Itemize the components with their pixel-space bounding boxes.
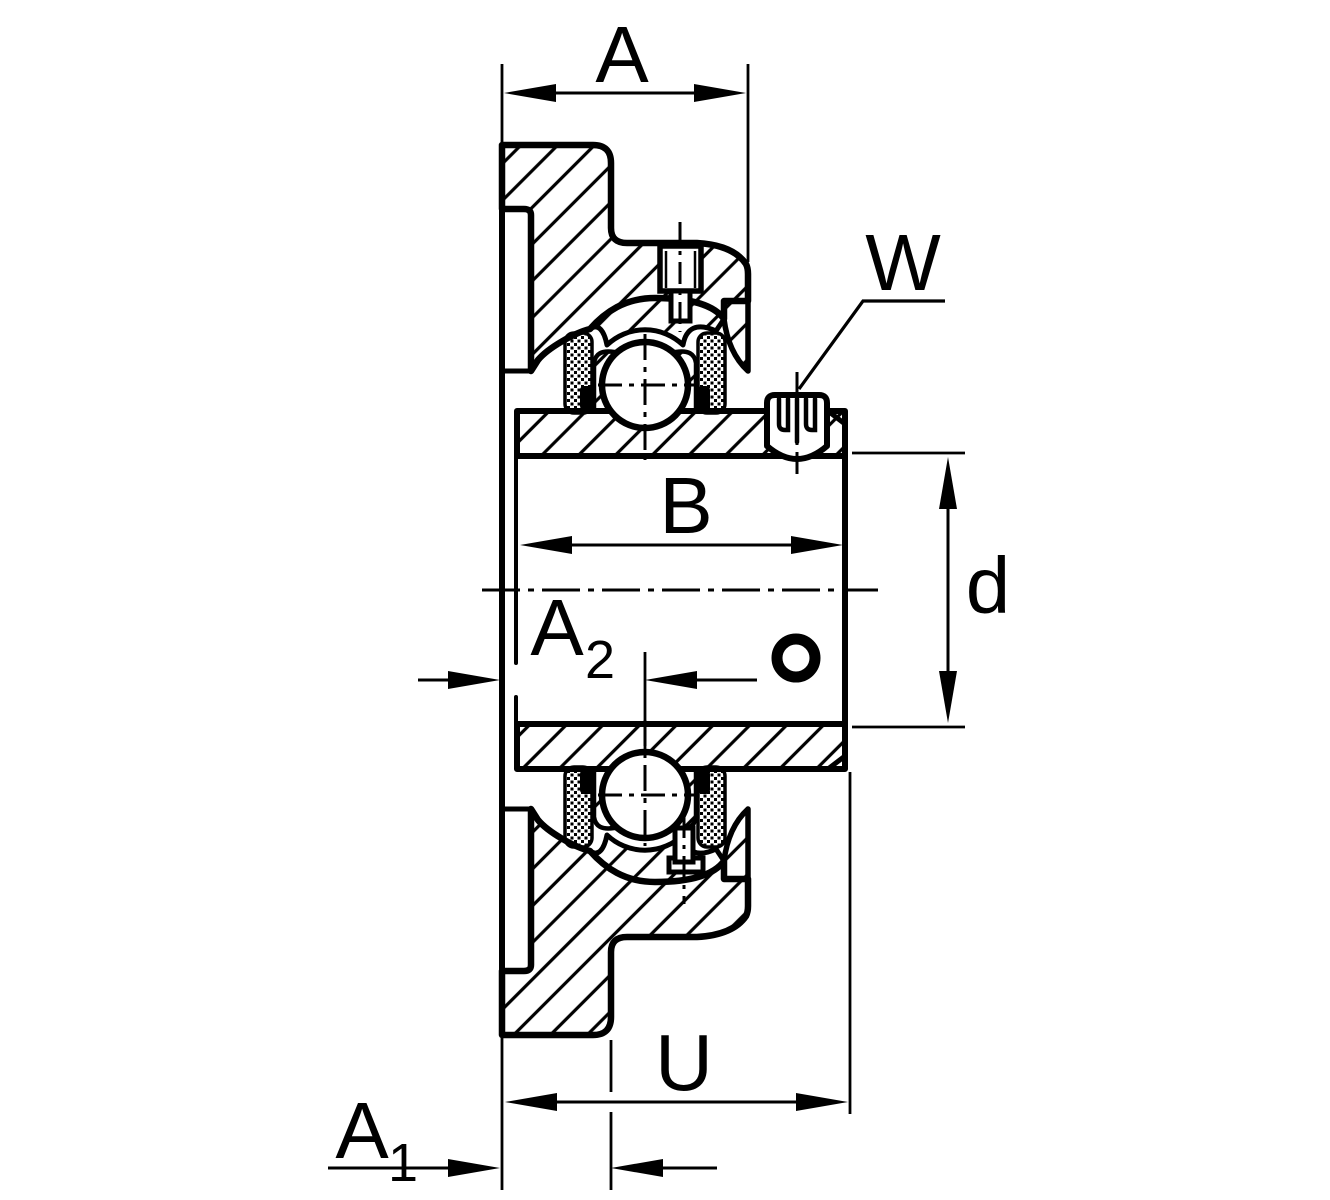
dimension-b: B — [520, 461, 843, 554]
arrowhead — [448, 671, 500, 689]
dimension-a1: A 1 — [328, 1038, 717, 1193]
dimension-d: d — [852, 451, 1011, 729]
arrowhead — [939, 457, 957, 509]
set-screw-hole — [771, 633, 821, 683]
dimension-a2-label: A — [530, 583, 584, 672]
arrowhead — [939, 671, 957, 723]
seal-top-right — [696, 331, 727, 415]
arrowhead — [505, 1093, 557, 1111]
dimension-a2-subscript: 2 — [585, 630, 615, 690]
dimension-a1-subscript: 1 — [388, 1133, 418, 1193]
sleeve-band-bottom — [514, 721, 848, 772]
seal-bottom-right — [696, 765, 727, 849]
dimension-a-label: A — [595, 10, 649, 99]
centerlines — [482, 222, 878, 904]
arrowhead — [448, 1159, 500, 1177]
housing-front-wall-bottom — [721, 806, 751, 882]
w-leader-line — [797, 299, 945, 390]
dimension-u: U — [505, 772, 852, 1114]
dimension-a1-label: A — [335, 1086, 389, 1175]
arrowhead — [645, 671, 697, 689]
dimension-w: W — [797, 218, 945, 390]
arrowhead — [796, 1093, 848, 1111]
arrowhead — [611, 1159, 663, 1177]
arrowhead — [504, 84, 556, 102]
dimension-d-label: d — [966, 541, 1011, 630]
dimension-a: A — [500, 10, 750, 262]
collar-chamfer-top — [826, 409, 847, 426]
arrowhead — [791, 536, 843, 554]
housing-front-wall-top — [721, 298, 751, 374]
dimension-a2: A 2 — [418, 583, 757, 750]
seal-top-left — [563, 331, 594, 415]
dimension-b-label: B — [659, 461, 712, 550]
dimension-u-label: U — [655, 1018, 713, 1107]
seal-bottom-left — [563, 765, 594, 849]
arrowhead — [694, 84, 746, 102]
dimension-w-label: W — [865, 218, 941, 307]
arrowhead — [520, 536, 572, 554]
collar-chamfer-bottom — [826, 754, 847, 771]
